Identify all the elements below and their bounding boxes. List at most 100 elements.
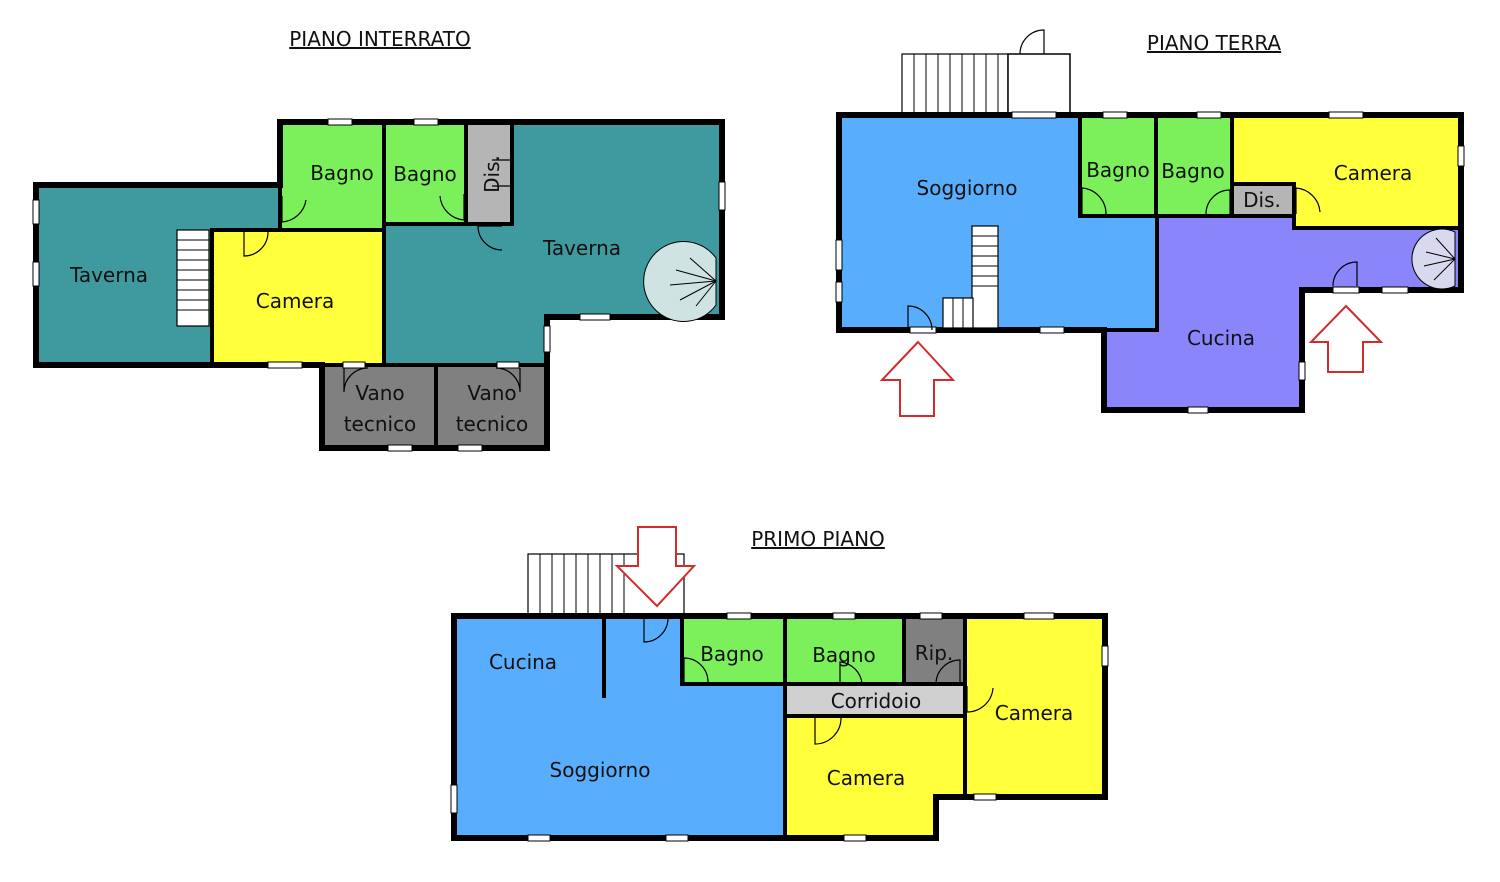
room-cucina[interactable] — [1102, 214, 1463, 412]
label-bagno-2: Bagno — [812, 643, 876, 667]
spiral-staircase — [643, 241, 717, 322]
window — [450, 784, 458, 814]
outer-wall-primo — [451, 613, 1108, 841]
window — [1023, 612, 1055, 620]
door-swing — [1295, 187, 1321, 214]
window — [387, 444, 413, 452]
label-taverna-left: Taverna — [69, 263, 148, 287]
door-swing — [683, 657, 709, 683]
label-soggiorno: Soggiorno — [550, 758, 651, 782]
label-bagno-1: Bagno — [310, 161, 374, 185]
window — [32, 199, 40, 225]
window — [1381, 286, 1409, 294]
label-cucina: Cucina — [1187, 326, 1255, 350]
label-vano-1-line1: Vano — [355, 381, 404, 405]
entrance-arrow — [879, 340, 956, 417]
label-bagno-1: Bagno — [1086, 158, 1150, 182]
label-vano-1-line2: tecnico — [344, 412, 417, 436]
window — [1457, 145, 1465, 167]
window — [835, 281, 843, 303]
door-swing — [477, 225, 503, 251]
staircase — [176, 229, 210, 327]
door-swing — [243, 231, 269, 257]
window — [527, 834, 551, 842]
door-swing — [839, 661, 863, 685]
outer-wall-interrato — [33, 119, 725, 451]
window — [973, 793, 997, 801]
window — [267, 361, 303, 369]
label-bagno-1: Bagno — [700, 642, 764, 666]
window — [835, 239, 843, 271]
door-swing — [1019, 29, 1045, 55]
label-camera-1: Camera — [827, 766, 906, 790]
door-swing — [1081, 187, 1107, 215]
window — [1298, 361, 1306, 381]
floor-terra-title: PIANO TERRA — [1147, 31, 1282, 55]
window — [1101, 645, 1109, 667]
window — [919, 612, 943, 620]
floor-primo-title: PRIMO PIANO — [751, 527, 885, 551]
window — [909, 326, 937, 334]
room-bagno-2[interactable] — [382, 120, 468, 226]
door-swing — [495, 367, 521, 393]
landing — [1007, 53, 1071, 114]
window — [32, 261, 40, 287]
window — [1039, 326, 1065, 334]
window — [327, 118, 353, 126]
window — [665, 834, 689, 842]
window — [1196, 111, 1222, 119]
door-swing — [492, 159, 510, 187]
label-dis: Dis. — [1243, 188, 1281, 212]
label-camera: Camera — [256, 289, 335, 313]
window — [457, 444, 483, 452]
label-rip: Rip. — [915, 641, 954, 665]
room-bagno-1[interactable] — [680, 614, 787, 686]
window — [1332, 286, 1360, 294]
label-dis: Dis. — [480, 155, 504, 193]
label-camera-2: Camera — [995, 701, 1074, 725]
window — [579, 313, 611, 321]
window — [496, 361, 520, 369]
window — [413, 118, 439, 126]
window — [342, 361, 366, 369]
window — [1187, 406, 1209, 414]
window — [843, 834, 867, 842]
label-bagno-2: Bagno — [393, 162, 457, 186]
window — [1011, 111, 1057, 119]
label-bagno-2: Bagno — [1161, 159, 1225, 183]
window — [832, 612, 856, 620]
window — [1102, 111, 1128, 119]
label-corridoio: Corridoio — [831, 689, 922, 713]
entrance-arrow — [1308, 304, 1384, 373]
floor-interrato-title: PIANO INTERRATO — [289, 27, 470, 51]
door-swing — [935, 659, 961, 685]
door-swing — [1205, 189, 1231, 215]
floor-interrato: PIANO INTERRATO — [32, 27, 726, 452]
label-cucina: Cucina — [489, 650, 557, 674]
floor-terra: PIANO TERRA — [835, 29, 1465, 417]
window — [543, 325, 551, 353]
door-swing — [643, 617, 669, 643]
door-swing — [966, 686, 994, 713]
external-staircase — [901, 53, 1009, 114]
entrance-arrow — [614, 526, 697, 608]
window — [726, 612, 752, 620]
label-vano-2-line2: tecnico — [456, 412, 529, 436]
door-swing — [439, 194, 465, 221]
staircase — [942, 225, 999, 329]
room-bagno-1[interactable] — [1078, 113, 1158, 218]
window — [718, 181, 726, 211]
door-swing — [1332, 261, 1358, 287]
door-swing — [281, 196, 307, 223]
label-taverna-right: Taverna — [542, 236, 621, 260]
label-soggiorno: Soggiorno — [917, 176, 1018, 200]
spiral-staircase — [1411, 228, 1456, 290]
door-swing — [907, 305, 933, 331]
door-swing — [814, 717, 842, 745]
floor-primo: PRIMO PIANO — [450, 526, 1109, 842]
window — [1328, 111, 1364, 119]
door-swing — [343, 367, 369, 393]
label-vano-2-line1: Vano — [467, 381, 516, 405]
